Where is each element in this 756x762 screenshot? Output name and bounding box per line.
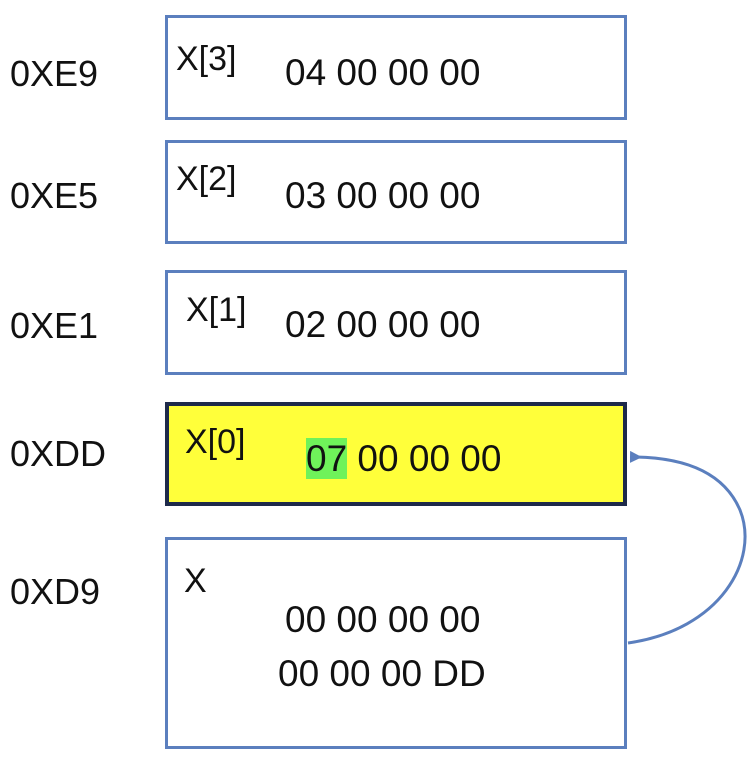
cell-bytes-line2: 00 00 00 DD: [278, 653, 486, 694]
cell-bytes-x2: 03 00 00 00: [285, 175, 481, 216]
address-0xe1: 0XE1: [10, 305, 99, 346]
memory-cell-x-pointer: X 00 00 00 00 00 00 00 DD: [165, 537, 627, 749]
address-0xd9: 0XD9: [10, 571, 101, 612]
pointer-arrow-curve: [627, 450, 747, 645]
remaining-bytes: 00 00 00: [347, 438, 502, 479]
memory-cell-x0: X[0] 07 00 00 00: [165, 402, 627, 506]
address-0xdd: 0XDD: [10, 433, 107, 474]
memory-cell-x2: X[2] 03 00 00 00: [165, 140, 627, 244]
cell-label-x1: X[1]: [186, 291, 247, 329]
cell-bytes-x0: 07 00 00 00: [306, 438, 501, 480]
memory-cell-x3: X[3] 04 00 00 00: [165, 15, 627, 120]
cell-label-x: X: [184, 562, 207, 600]
cell-label-x2: X[2]: [176, 160, 237, 198]
cell-bytes-line1: 00 00 00 00: [285, 599, 481, 640]
cell-label-x0: X[0]: [185, 423, 246, 461]
modified-byte: 07: [306, 438, 348, 479]
memory-cell-x1: X[1] 02 00 00 00: [165, 270, 627, 375]
address-0xe9: 0XE9: [10, 53, 99, 94]
address-0xe5: 0XE5: [10, 175, 99, 216]
cell-label-x3: X[3]: [176, 40, 237, 78]
cell-bytes-x3: 04 00 00 00: [285, 52, 481, 93]
cell-bytes-x1: 02 00 00 00: [285, 304, 481, 345]
